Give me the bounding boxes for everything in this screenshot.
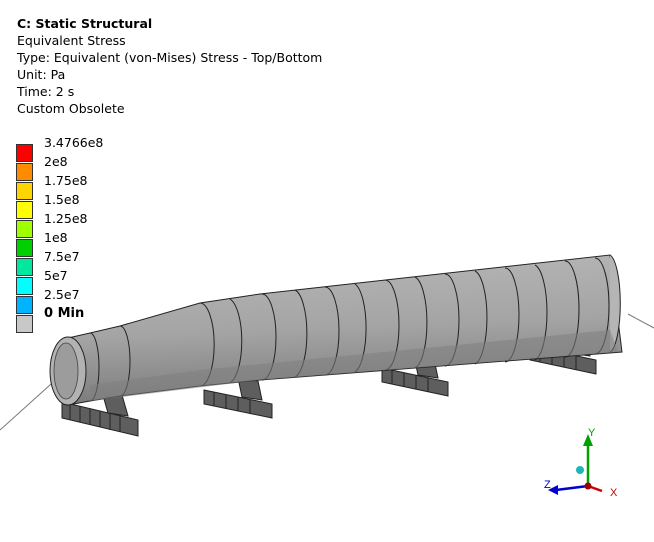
legend-label: 1.25e8 [44, 211, 88, 226]
legend-label: 5e7 [44, 268, 68, 283]
legend-color-swatch [16, 182, 33, 200]
iso-view-icon[interactable] [576, 466, 584, 474]
leader-line-right [627, 313, 654, 329]
legend-color-swatch [16, 239, 33, 257]
legend-color-swatch [16, 220, 33, 238]
result-time: Time: 2 s [17, 84, 75, 99]
legend-label: 1e8 [44, 230, 68, 245]
legend-color-swatch [16, 296, 33, 314]
y-axis-label: Y [588, 427, 596, 439]
legend-label: 0 Min [44, 306, 85, 321]
legend-label: 2.5e7 [44, 287, 80, 302]
support-2 [203, 377, 273, 419]
z-axis-label: Z [544, 479, 551, 491]
result-info: C: Static Structural Equivalent Stress T… [17, 15, 322, 117]
legend-color-swatch [16, 277, 33, 295]
legend-color-swatch [16, 201, 33, 219]
legend-color-swatch [16, 144, 33, 162]
result-type: Type: Equivalent (von-Mises) Stress - To… [17, 50, 323, 65]
result-custom: Custom Obsolete [17, 101, 125, 116]
legend-label: 7.5e7 [44, 249, 80, 264]
result-name: Equivalent Stress [17, 33, 126, 48]
legend-label: 1.75e8 [44, 173, 88, 188]
legend-color-swatch [16, 258, 33, 276]
axis-triad[interactable]: Y Z X [536, 420, 646, 510]
result-unit: Unit: Pa [17, 67, 66, 82]
legend-color-swatch [16, 315, 33, 333]
legend-label: 2e8 [44, 154, 68, 169]
legend-label: 1.5e8 [44, 192, 80, 207]
legend-label: 3.4766e8 [44, 135, 104, 150]
legend-color-swatch [16, 163, 33, 181]
x-axis-label: X [610, 487, 618, 499]
z-axis-icon [555, 484, 589, 492]
duct-body [49, 254, 623, 406]
analysis-title: C: Static Structural [17, 16, 153, 31]
